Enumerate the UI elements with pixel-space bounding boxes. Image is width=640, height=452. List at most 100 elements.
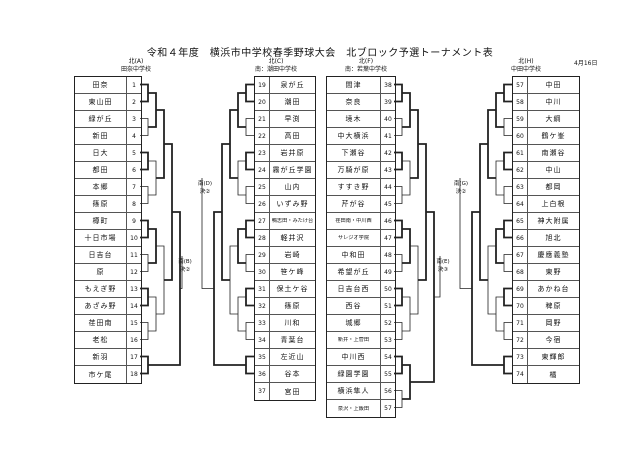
team-number: 71 bbox=[513, 315, 528, 331]
team-name: 奈良 bbox=[345, 98, 362, 106]
team-number: 65 bbox=[513, 213, 528, 229]
team-name: 東野 bbox=[545, 268, 562, 276]
team-number: 57 bbox=[380, 400, 395, 417]
team-number: 11 bbox=[126, 247, 141, 263]
team-name: 篠原 bbox=[284, 302, 301, 310]
team-number: 21 bbox=[255, 111, 270, 127]
team-name: 原 bbox=[96, 268, 105, 276]
team-name: 万騎が原 bbox=[337, 166, 370, 174]
team-name: 川和 bbox=[284, 319, 301, 327]
bracket-round1 bbox=[394, 219, 403, 239]
bracket-round bbox=[402, 92, 411, 128]
team-number: 38 bbox=[380, 77, 395, 93]
team-number: 42 bbox=[380, 145, 395, 161]
team-row: 本郷 7 bbox=[75, 179, 141, 196]
final-label-h: 南(G)決② bbox=[453, 181, 469, 195]
team-name: 日吉台 bbox=[88, 251, 113, 259]
team-number: 69 bbox=[513, 281, 528, 297]
bracket-round1 bbox=[140, 186, 149, 204]
team-name: 芹が谷 bbox=[341, 200, 366, 208]
team-number: 44 bbox=[380, 179, 395, 195]
team-name: 今宿 bbox=[545, 336, 562, 344]
team-name: もえぎ野 bbox=[84, 285, 117, 293]
team-number: 40 bbox=[380, 111, 395, 127]
team-name: 左近山 bbox=[280, 353, 305, 361]
team-number: 49 bbox=[380, 264, 395, 280]
team-name: 都田 bbox=[92, 166, 109, 174]
team-name: 新田 bbox=[92, 132, 109, 140]
bracket-round bbox=[237, 296, 246, 332]
bracket-round1 bbox=[140, 219, 149, 239]
bracket-round bbox=[402, 364, 411, 400]
bracket-round1 bbox=[394, 355, 403, 375]
team-number: 25 bbox=[255, 179, 270, 195]
team-number: 53 bbox=[380, 332, 395, 348]
bracket-round bbox=[148, 160, 157, 196]
bracket-round1 bbox=[394, 390, 403, 408]
team-name: 泉が丘 bbox=[280, 81, 305, 89]
team-number: 50 bbox=[380, 281, 395, 297]
bracket-round1 bbox=[140, 254, 149, 272]
team-number: 30 bbox=[255, 264, 270, 280]
bracket-round bbox=[479, 143, 488, 281]
team-number: 62 bbox=[513, 162, 528, 178]
bracket-final-h bbox=[459, 178, 472, 289]
team-number: 1 bbox=[126, 77, 141, 93]
team-number: 23 bbox=[255, 145, 270, 161]
bracket-round1 bbox=[394, 151, 403, 171]
block-a-name: 北(A) bbox=[128, 58, 144, 65]
bracket-round1 bbox=[503, 287, 512, 307]
team-name: 宮田 bbox=[284, 387, 301, 396]
team-number: 43 bbox=[380, 162, 395, 178]
bracket-round1 bbox=[140, 83, 149, 103]
team-number: 3 bbox=[126, 111, 141, 127]
team-name: 下瀬谷 bbox=[341, 149, 366, 157]
team-name: 本郷 bbox=[92, 183, 109, 191]
bracket-round bbox=[156, 109, 165, 179]
bracket-round bbox=[164, 143, 173, 281]
bracket-round bbox=[418, 143, 427, 281]
bracket-round bbox=[487, 245, 496, 315]
team-number: 7 bbox=[126, 179, 141, 195]
team-number: 26 bbox=[255, 196, 270, 212]
team-name: 希望が丘 bbox=[337, 268, 370, 276]
bracket-round1 bbox=[503, 151, 512, 171]
bracket-round bbox=[410, 211, 435, 383]
team-name: 荏田南・中川西 bbox=[335, 218, 372, 224]
team-number: 27 bbox=[255, 213, 270, 229]
team-number: 41 bbox=[380, 128, 395, 144]
team-number: 29 bbox=[255, 247, 270, 263]
team-name: 十日市場 bbox=[84, 234, 117, 242]
bracket-round bbox=[148, 296, 157, 332]
bracket-round1 bbox=[140, 355, 149, 375]
team-name: 保土ケ谷 bbox=[276, 285, 309, 293]
bracket-round bbox=[237, 92, 246, 128]
